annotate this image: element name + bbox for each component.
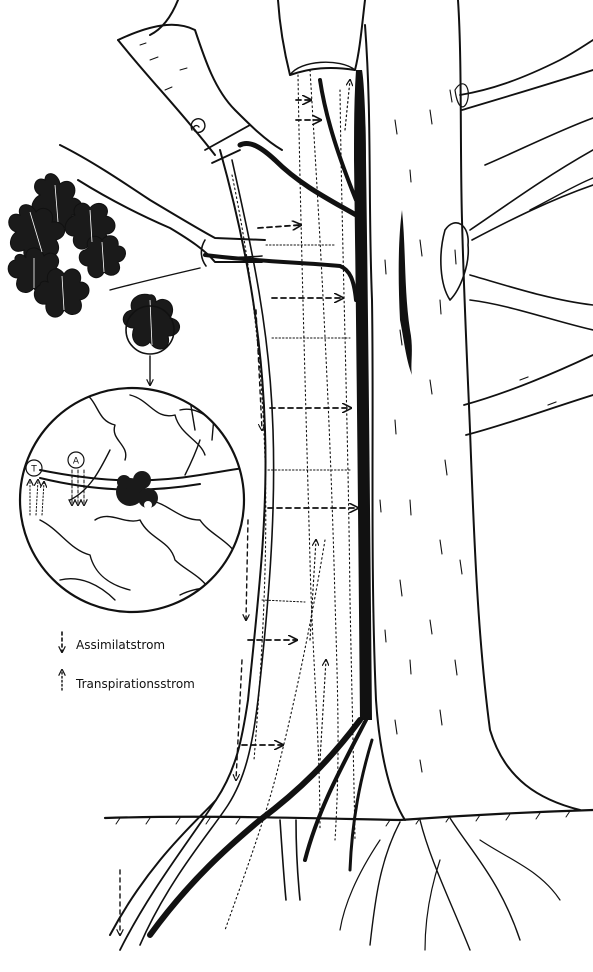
transpiration-arrow	[42, 482, 44, 515]
legend-item-assimilate: Assimilatstrom	[62, 632, 165, 652]
transpiration-arrow	[36, 480, 38, 515]
legend-item-transpiration: Transpirationsstrom	[62, 670, 195, 691]
label-a: A	[73, 457, 80, 467]
leaf-branch	[8, 145, 265, 385]
transpiration-arrow	[320, 660, 326, 760]
ground-line	[105, 810, 593, 826]
assimilate-arrow	[246, 520, 248, 620]
trunk	[110, 0, 580, 945]
label-a-marker: A	[68, 452, 84, 468]
vascular-strands	[150, 70, 372, 935]
transpiration-arrow	[345, 80, 350, 130]
gall-cluster	[116, 471, 158, 509]
label-t: T	[30, 465, 37, 475]
assimilate-arrow	[236, 660, 242, 780]
right-branches	[460, 40, 593, 435]
magnified-inset: T A	[20, 388, 260, 612]
assimilate-arrow	[258, 225, 300, 228]
label-t-marker: T	[26, 460, 42, 476]
transpiration-arrow	[310, 540, 316, 640]
legend-assimilate-label: Assimilatstrom	[76, 638, 165, 652]
legend: Assimilatstrom Transpirationsstrom	[62, 632, 195, 691]
oak-leaf-cluster	[8, 174, 125, 318]
single-oak-leaf	[123, 294, 179, 354]
upper-left-branch	[118, 0, 282, 163]
roots	[120, 800, 560, 950]
legend-transpiration-label: Transpirationsstrom	[75, 677, 195, 691]
